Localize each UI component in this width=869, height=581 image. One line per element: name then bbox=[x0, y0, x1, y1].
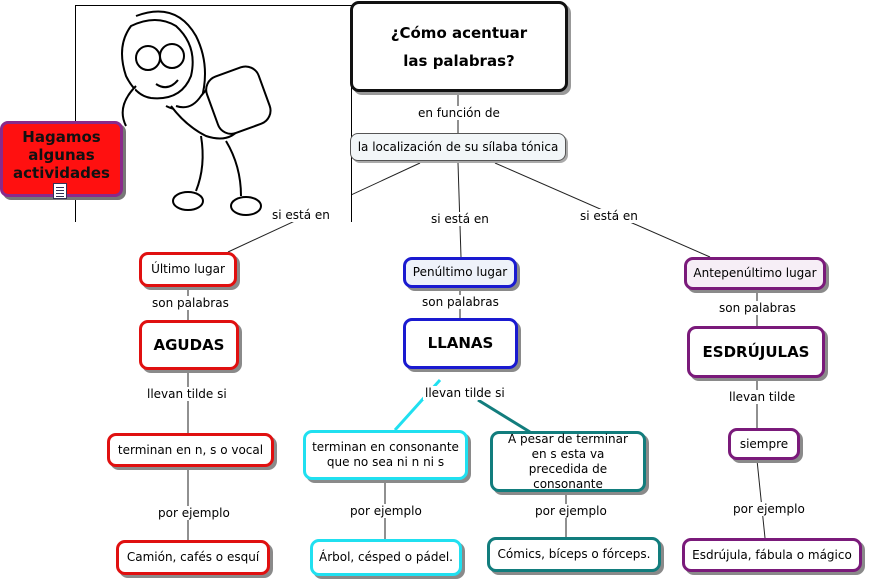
llanas-condicion1-node[interactable]: terminan en consonante que no sea ni n n… bbox=[303, 430, 468, 480]
agudas-lugar-node[interactable]: Último lugar bbox=[139, 252, 237, 287]
agudas-son-label: son palabras bbox=[150, 296, 231, 310]
agudas-por-ejemplo-label: por ejemplo bbox=[156, 506, 232, 520]
main-question-line2: las palabras? bbox=[403, 51, 515, 70]
esdrujulas-lugar-text: Antepenúltimo lugar bbox=[693, 266, 817, 280]
document-icon[interactable] bbox=[53, 183, 67, 199]
llanas-ejemplo2-node[interactable]: Cómics, bíceps o fórceps. bbox=[487, 537, 661, 572]
esdrujulas-title-node[interactable]: ESDRÚJULAS bbox=[687, 326, 825, 378]
activities-line2: algunas bbox=[28, 146, 95, 164]
llanas-lugar-text: Penúltimo lugar bbox=[412, 265, 508, 279]
llanas-son-label: son palabras bbox=[420, 295, 501, 309]
esdrujulas-ejemplo-text: Esdrújula, fábula o mágico bbox=[692, 547, 852, 562]
main-question-line1: ¿Cómo acentuar bbox=[390, 23, 528, 42]
llanas-condicion2-node[interactable]: A pesar de terminar en s esta va precedi… bbox=[490, 431, 646, 492]
llanas-condicion1-text: terminan en consonante que no sea ni n n… bbox=[312, 440, 459, 469]
agudas-title-node[interactable]: AGUDAS bbox=[139, 320, 239, 370]
llanas-ejemplo2-text: Cómics, bíceps o fórceps. bbox=[497, 547, 651, 561]
agudas-ejemplo-node[interactable]: Camión, cafés o esquí bbox=[116, 540, 270, 575]
llanas-llevan-label: llevan tilde si bbox=[423, 386, 507, 400]
agudas-ejemplo-text: Camión, cafés o esquí bbox=[126, 550, 260, 564]
llanas-por-ejemplo2-label: por ejemplo bbox=[533, 504, 609, 518]
link-si-esta-en-center: si está en bbox=[429, 212, 491, 226]
main-question-node[interactable]: ¿Cómo acentuar las palabras? bbox=[350, 1, 568, 92]
activities-line1: Hagamos bbox=[22, 128, 101, 146]
activities-line3: actividades bbox=[13, 164, 110, 182]
localizacion-node[interactable]: la localización de su sílaba tónica bbox=[350, 133, 566, 161]
link-en-funcion: en función de bbox=[416, 106, 502, 120]
esdrujulas-condicion-text: siempre bbox=[739, 436, 789, 451]
llanas-condicion2-text: A pesar de terminar en s esta va precedi… bbox=[508, 431, 628, 491]
llanas-title-node[interactable]: LLANAS bbox=[403, 318, 518, 369]
link-si-esta-en-right: si está en bbox=[578, 209, 640, 223]
esdrujulas-condicion-node[interactable]: siempre bbox=[728, 428, 800, 460]
esdrujulas-son-label: son palabras bbox=[717, 301, 798, 315]
llanas-ejemplo1-node[interactable]: Árbol, césped o pádel. bbox=[310, 539, 462, 576]
localizacion-text: la localización de su sílaba tónica bbox=[357, 139, 559, 154]
esdrujulas-llevan-label: llevan tilde bbox=[727, 390, 798, 404]
esdrujulas-lugar-node[interactable]: Antepenúltimo lugar bbox=[684, 257, 826, 290]
llanas-por-ejemplo1-label: por ejemplo bbox=[348, 504, 424, 518]
agudas-condicion-node[interactable]: terminan en n, s o vocal bbox=[107, 433, 274, 467]
agudas-llevan-label: llevan tilde si bbox=[145, 387, 229, 401]
esdrujulas-ejemplo-node[interactable]: Esdrújula, fábula o mágico bbox=[682, 538, 862, 572]
llanas-ejemplo1-text: Árbol, césped o pádel. bbox=[318, 550, 453, 564]
llanas-lugar-node[interactable]: Penúltimo lugar bbox=[403, 257, 517, 288]
esdrujulas-title-text: ESDRÚJULAS bbox=[702, 342, 810, 361]
agudas-condicion-text: terminan en n, s o vocal bbox=[117, 442, 264, 457]
agudas-title-text: AGUDAS bbox=[153, 335, 225, 354]
agudas-lugar-text: Último lugar bbox=[151, 262, 225, 276]
esdrujulas-por-ejemplo-label: por ejemplo bbox=[731, 502, 807, 516]
link-si-esta-en-left: si está en bbox=[270, 208, 332, 222]
llanas-title-text: LLANAS bbox=[427, 334, 494, 352]
cartoon-illustration bbox=[75, 5, 352, 222]
girl-with-backpack-illustration bbox=[121, 10, 272, 216]
